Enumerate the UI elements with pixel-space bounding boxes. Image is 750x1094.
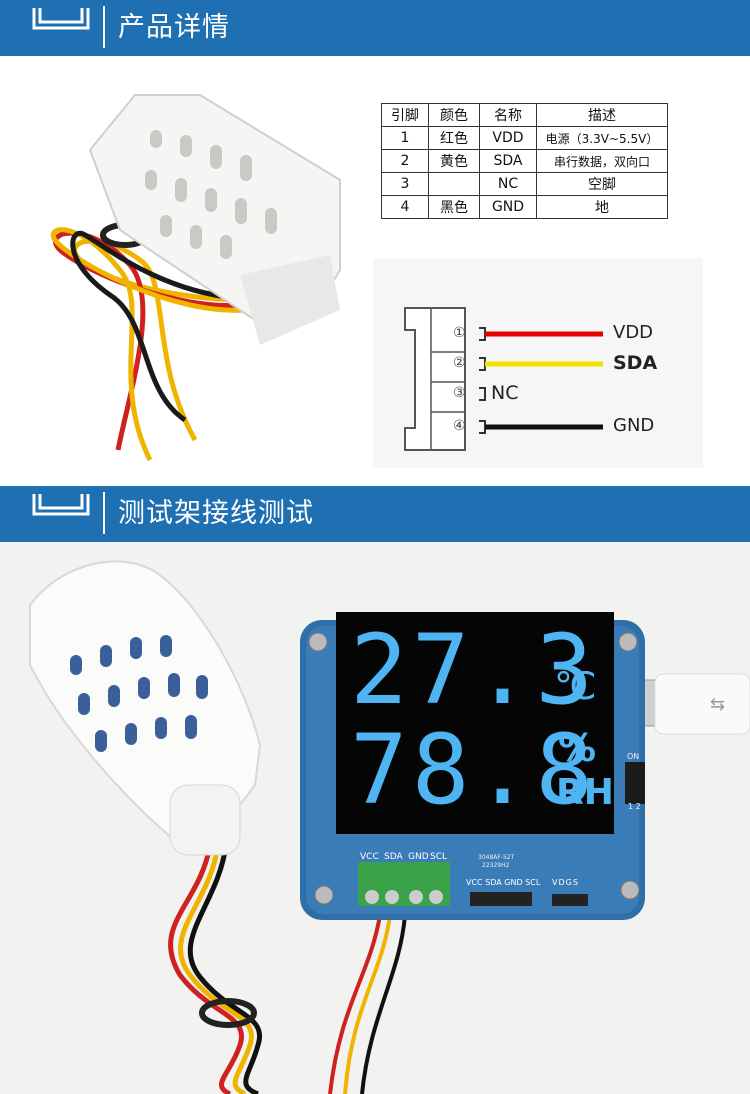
section-title: 测试架接线测试 <box>118 498 314 529</box>
table-cell: 电源（3.3V~5.5V） <box>536 126 668 150</box>
table-header-cell: 颜色 <box>428 103 480 127</box>
table-row: 2 黄色 SDA 串行数据，双向口 <box>381 149 668 173</box>
pin-number: ① <box>453 325 466 341</box>
banner-divider <box>103 492 105 534</box>
pin-number: ④ <box>453 418 466 434</box>
terminal-label: SCL <box>430 852 448 862</box>
table-row: 3 NC 空脚 <box>381 172 668 196</box>
test-board: 27.3 ℃ 78.8 % RH ON 1 2 VCC SDA GND SCL … <box>300 612 645 922</box>
section-header-product: 产品详情 <box>0 0 750 56</box>
table-cell: GND <box>479 195 537 219</box>
banner-frame-icon <box>32 8 90 30</box>
table-header-cell: 描述 <box>536 103 668 127</box>
humidity-unit: % <box>558 726 597 770</box>
section-header-test: 测试架接线测试 <box>0 486 750 542</box>
section-title: 产品详情 <box>118 12 230 43</box>
pin-number: ③ <box>453 385 466 401</box>
vdgs-label: VDGS <box>552 878 579 887</box>
banner-frame-icon <box>32 494 90 516</box>
table-row: 1 红色 VDD 电源（3.3V~5.5V） <box>381 126 668 150</box>
humidity-label: RH <box>556 772 614 813</box>
table-cell: VDD <box>479 126 537 150</box>
pin-table: 引脚 颜色 名称 描述 1 红色 VDD 电源（3.3V~5.5V） 2 黄色 … <box>381 103 668 219</box>
table-cell: 1 <box>381 126 429 150</box>
table-header-row: 引脚 颜色 名称 描述 <box>381 103 668 127</box>
table-header-cell: 名称 <box>479 103 537 127</box>
table-cell: 空脚 <box>536 172 668 196</box>
terminal-label: VCC <box>360 852 379 862</box>
table-cell: NC <box>479 172 537 196</box>
table-row: 4 黑色 GND 地 <box>381 195 668 219</box>
header-label: VCC SDA GND SCL <box>466 878 541 887</box>
dip-switch-numbers: 1 2 <box>628 802 641 811</box>
chip-sub-label: 22329H2 <box>482 862 510 869</box>
connector-outline <box>404 307 603 451</box>
table-cell <box>428 172 480 196</box>
table-cell: 红色 <box>428 126 480 150</box>
temperature-readout: 27.3 <box>350 614 598 726</box>
table-header-cell: 引脚 <box>381 103 429 127</box>
pcb-shape <box>300 612 645 920</box>
terminal-label: SDA <box>384 852 403 862</box>
table-cell: 黄色 <box>428 149 480 173</box>
table-cell: 2 <box>381 149 429 173</box>
humidity-readout: 78.8 <box>350 714 598 826</box>
sda-label: SDA <box>613 352 658 374</box>
gnd-label: GND <box>613 415 655 436</box>
table-cell: 地 <box>536 195 668 219</box>
sensor-module-image <box>50 94 341 462</box>
pin-number: ② <box>453 355 466 371</box>
temperature-unit: ℃ <box>554 664 597 708</box>
svg-text:⇆: ⇆ <box>710 694 725 715</box>
banner-divider <box>103 6 105 48</box>
chip-label: 3048AF-52T <box>478 854 515 861</box>
table-cell: 黑色 <box>428 195 480 219</box>
wiring-diagram: ① ② ③ ④ VDD SDA NC GND <box>373 258 703 468</box>
table-cell: 3 <box>381 172 429 196</box>
table-cell: SDA <box>479 149 537 173</box>
terminal-label: GND <box>408 852 429 862</box>
dip-switch-label: ON <box>627 752 640 761</box>
sensor-test-image <box>29 560 407 1094</box>
nc-label: NC <box>491 382 519 404</box>
table-cell: 串行数据，双向口 <box>536 149 668 173</box>
table-cell: 4 <box>381 195 429 219</box>
vdd-label: VDD <box>613 322 654 343</box>
